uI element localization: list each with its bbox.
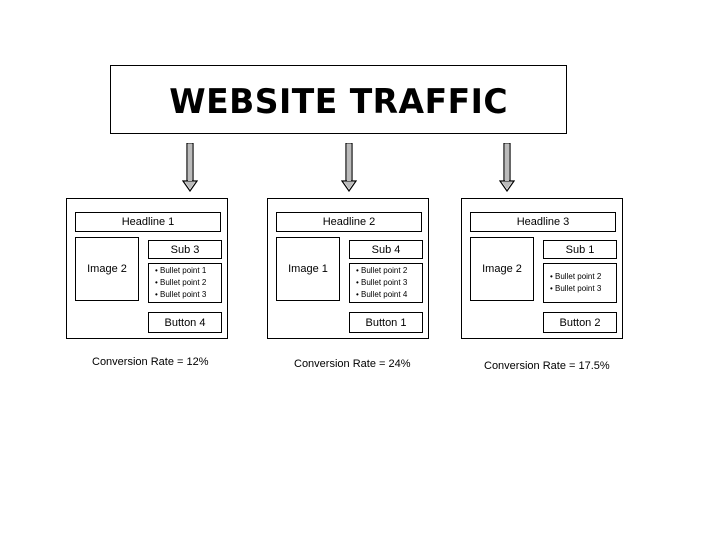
cta-button-box: Button 1 bbox=[349, 312, 423, 333]
cta-button-box: Button 4 bbox=[148, 312, 222, 333]
bullet-item: • Bullet point 2 bbox=[155, 278, 207, 287]
down-arrow-icon bbox=[182, 143, 198, 192]
cta-button-box: Button 2 bbox=[543, 312, 617, 333]
bullet-list: • Bullet point 2 • Bullet point 3 bbox=[543, 263, 617, 303]
bullet-item: • Bullet point 3 bbox=[356, 278, 408, 287]
title-box: WEBSITE TRAFFIC bbox=[110, 65, 567, 134]
sub-box: Sub 4 bbox=[349, 240, 423, 259]
variant-3-page: Headline 3 Image 2 Sub 1 • Bullet point … bbox=[461, 198, 623, 339]
variant-2-page: Headline 2 Image 1 Sub 4 • Bullet point … bbox=[267, 198, 429, 339]
bullet-item: • Bullet point 3 bbox=[550, 284, 602, 293]
conversion-rate: Conversion Rate = 17.5% bbox=[484, 360, 610, 372]
bullet-item: • Bullet point 4 bbox=[356, 290, 408, 299]
conversion-rate: Conversion Rate = 24% bbox=[294, 358, 411, 370]
bullet-list: • Bullet point 1 • Bullet point 2 • Bull… bbox=[148, 263, 222, 303]
image-box: Image 1 bbox=[276, 237, 340, 301]
variant-1-page: Headline 1 Image 2 Sub 3 • Bullet point … bbox=[66, 198, 228, 339]
image-box: Image 2 bbox=[75, 237, 139, 301]
down-arrow-icon bbox=[341, 143, 357, 192]
headline-box: Headline 2 bbox=[276, 212, 422, 232]
sub-box: Sub 1 bbox=[543, 240, 617, 259]
headline-box: Headline 1 bbox=[75, 212, 221, 232]
diagram-title: WEBSITE TRAFFIC bbox=[169, 81, 508, 122]
bullet-item: • Bullet point 3 bbox=[155, 290, 207, 299]
bullet-item: • Bullet point 2 bbox=[356, 266, 408, 275]
sub-box: Sub 3 bbox=[148, 240, 222, 259]
bullet-list: • Bullet point 2 • Bullet point 3 • Bull… bbox=[349, 263, 423, 303]
headline-box: Headline 3 bbox=[470, 212, 616, 232]
conversion-rate: Conversion Rate = 12% bbox=[92, 356, 209, 368]
bullet-item: • Bullet point 1 bbox=[155, 266, 207, 275]
image-box: Image 2 bbox=[470, 237, 534, 301]
bullet-item: • Bullet point 2 bbox=[550, 272, 602, 281]
down-arrow-icon bbox=[499, 143, 515, 192]
